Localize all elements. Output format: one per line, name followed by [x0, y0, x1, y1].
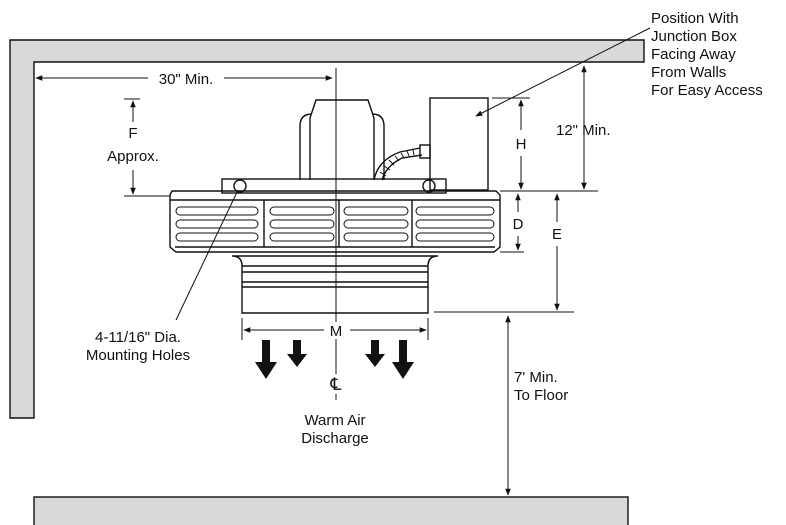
fan-housing [169, 190, 501, 253]
dim-d-letter: D [513, 216, 524, 233]
louver-slots [175, 206, 495, 242]
dim-floor-line2: To Floor [514, 387, 568, 404]
mounting-holes-line2: Mounting Holes [86, 347, 190, 364]
dim-12-min-label: 12" Min. [556, 122, 611, 139]
flexible-conduit [373, 147, 423, 181]
mounting-holes-line1: 4-11/16" Dia. [95, 329, 181, 346]
airflow-arrows [255, 340, 414, 379]
floor [33, 496, 629, 525]
dim-30-min-label: 30" Min. [159, 71, 214, 88]
svg-text:For Easy Access: For Easy Access [651, 82, 763, 99]
dim-f-letter: F [128, 125, 137, 142]
warm-air-line1: Warm Air [304, 412, 365, 429]
junction-box [429, 97, 489, 191]
conduit-ribs [379, 149, 415, 177]
mounting-hole-left [233, 179, 247, 193]
dim-f-approx: Approx. [107, 148, 159, 165]
dim-m-letter: M [330, 323, 343, 340]
svg-text:Junction Box: Junction Box [651, 28, 737, 45]
centerline-symbol: ℄ [330, 375, 342, 394]
svg-text:From Walls: From Walls [651, 64, 726, 81]
svg-text:Facing Away: Facing Away [651, 46, 736, 63]
mounting-plate [221, 178, 447, 194]
heater-top-duct [299, 99, 385, 180]
warm-air-line2: Discharge [301, 430, 369, 447]
discharge-collar [231, 255, 439, 314]
svg-text:Position With: Position With [651, 10, 739, 27]
junction-box-leader [475, 27, 651, 117]
junction-box-note: Position With Junction Box Facing Away F… [651, 10, 763, 99]
dim-h-letter: H [516, 136, 527, 153]
ceiling-and-wall [9, 39, 645, 419]
dim-floor-line1: 7' Min. [514, 369, 558, 386]
mounting-holes-leader [175, 189, 239, 321]
conduit-fitting [419, 144, 431, 159]
dim-e-letter: E [552, 226, 562, 243]
mounting-hole-right [422, 179, 436, 193]
